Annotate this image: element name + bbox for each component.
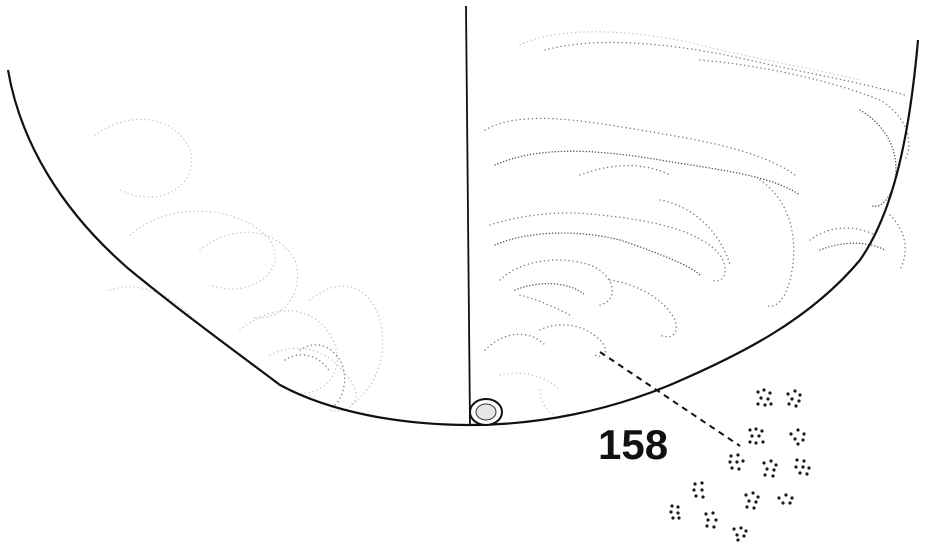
basal-structure — [469, 398, 503, 426]
section-outline — [6, 39, 920, 427]
cell-cluster — [669, 504, 681, 520]
cell-clusters — [669, 388, 811, 542]
cell-cluster — [762, 459, 778, 478]
left-hemisphere-stipple — [94, 118, 384, 412]
cell-cluster — [789, 428, 806, 446]
right-hemisphere-bands — [484, 31, 910, 416]
midline — [465, 5, 471, 426]
cell-cluster — [692, 481, 705, 499]
cell-cluster — [756, 388, 773, 407]
cell-cluster — [748, 427, 765, 445]
cell-cluster — [786, 389, 802, 408]
cell-cluster — [744, 491, 760, 510]
cell-cluster — [732, 526, 748, 542]
figure-label: 158 — [598, 421, 668, 468]
cell-cluster — [794, 458, 811, 476]
cell-cluster — [704, 511, 718, 529]
cell-cluster — [777, 493, 794, 505]
cell-cluster — [728, 453, 745, 471]
